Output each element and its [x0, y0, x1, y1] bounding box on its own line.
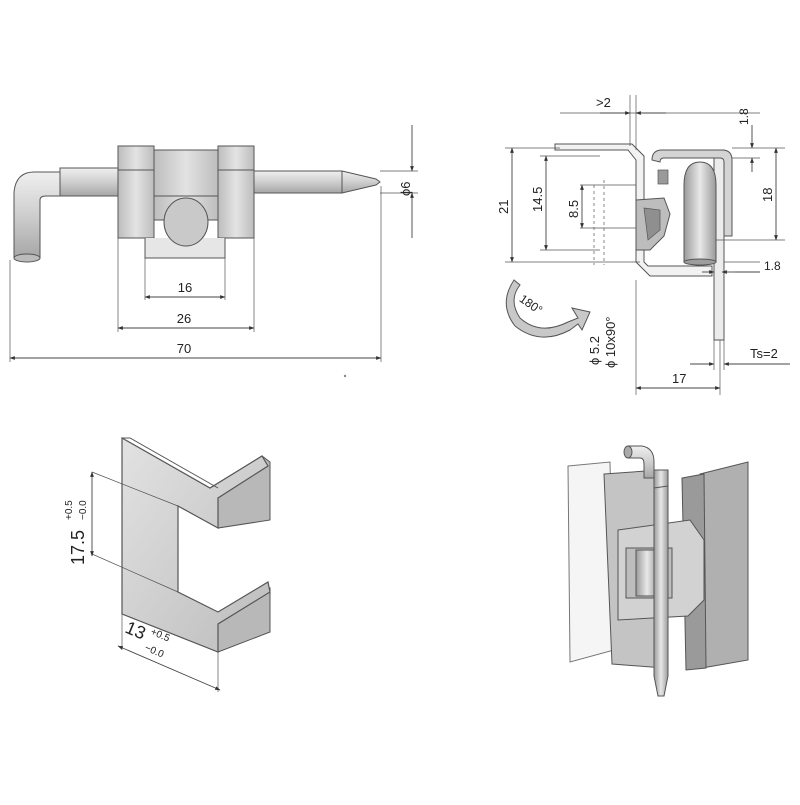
dim-17-5-tol-lower: −0.0 [78, 500, 89, 520]
pin-shaft-right [253, 170, 343, 194]
hinge-3d-view [567, 445, 749, 697]
dim-17-5-label: 17.5 [68, 530, 88, 565]
hinge-knuckle-left [117, 145, 155, 239]
pin-shaft [59, 167, 119, 197]
dim-8-5-label: 8.5 [566, 200, 581, 218]
frame-profile [554, 143, 713, 277]
hinge-leaf-top [651, 149, 733, 237]
hinge-base-plate [144, 238, 226, 259]
cutout-view: 17.5 +0.5 −0.0 13 +0.5 −0.0 [64, 436, 271, 692]
rotation-180-indicator: 180° [505, 279, 591, 338]
dim-gt2-label: >2 [596, 95, 611, 110]
dim-16-label: 16 [178, 280, 192, 295]
pin-tip [341, 170, 381, 194]
frame-panel-right [699, 461, 749, 669]
dim-18-label: 18 [760, 188, 775, 202]
stray-dot [343, 374, 347, 378]
dim-1-8-top-label: 1.8 [737, 108, 751, 125]
dim-17-label: 17 [672, 371, 686, 386]
dim-1-8-bottom-label: 1.8 [764, 259, 781, 273]
pin-handle [13, 171, 63, 259]
front-view: 16 26 70 ϕ6 [9, 125, 418, 378]
side-view: >2 1.8 18 1.8 21 14.5 8.5 180° ϕ 5.2 ϕ 1… [496, 95, 790, 395]
dim-ts-label: Ts=2 [750, 346, 778, 361]
dim-dia10-label: ϕ 10x90° [603, 316, 618, 368]
pin-handle-end [13, 253, 41, 263]
hinge-pin-side [683, 161, 717, 263]
dim-dia6-label: ϕ6 [398, 181, 413, 196]
dim-17-5-tol-upper: +0.5 [64, 500, 75, 520]
hinge-knuckle-right [217, 145, 255, 239]
dim-14-5-label: 14.5 [530, 187, 545, 212]
dim-21-label: 21 [496, 200, 511, 214]
roller [163, 197, 209, 247]
hinge-pin-3d [653, 469, 669, 697]
dim-70-label: 70 [177, 341, 191, 356]
dim-26-label: 26 [177, 311, 191, 326]
dim-dia5-2-label: ϕ 5.2 [587, 336, 602, 365]
rotation-label: 180° [517, 292, 546, 318]
